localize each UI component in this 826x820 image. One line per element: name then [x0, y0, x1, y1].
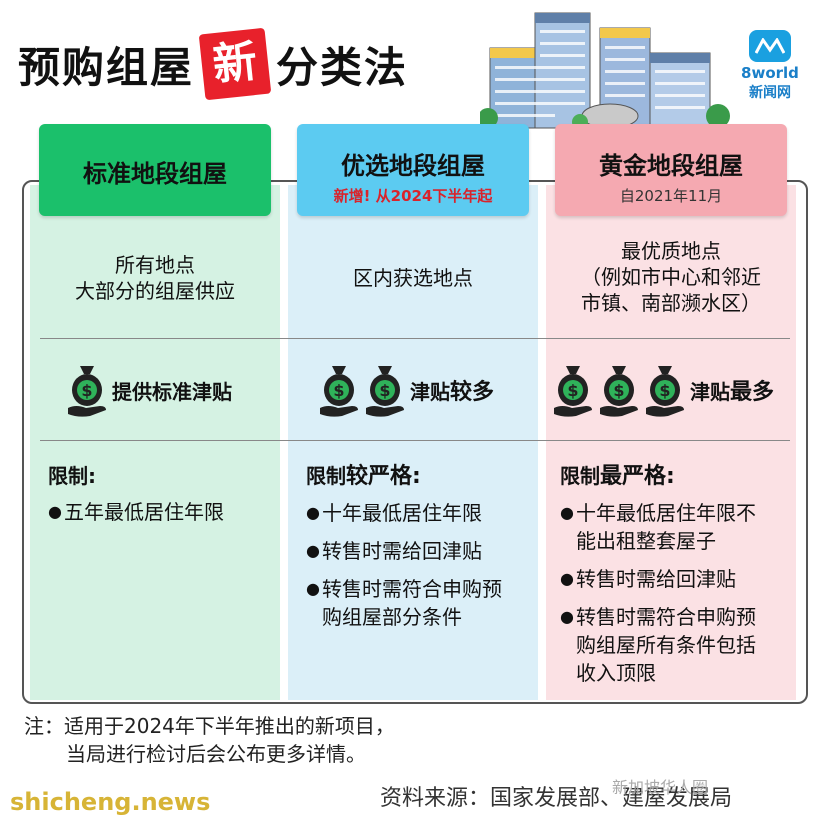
watermark-wechat: 新加坡华人圈 [612, 778, 709, 797]
location-prime: 最优质地点 （例如市中心和邻近 市镇、南部濒水区） [546, 238, 796, 316]
list-item: ●转售时需符合申购预购组屋所有条件包括收入顶限 [560, 603, 782, 687]
list-item: ●转售时需符合申购预购组屋部分条件 [306, 575, 526, 631]
header-prime: 黄金地段组屋 自2021年11月 [555, 124, 787, 216]
subsidy-text-emphasis: 最多 [730, 380, 775, 405]
restriction-title-bold: 最严格: [600, 464, 675, 489]
header-standard: 标准地段组屋 [39, 124, 271, 216]
location-line: （例如市中心和邻近 [581, 265, 761, 289]
column-prime [546, 185, 796, 700]
location-line: 市镇、南部濒水区） [581, 291, 761, 315]
list-item: ●十年最低居住年限不能出租整套屋子 [560, 499, 782, 555]
row-divider [40, 440, 790, 441]
location-line: 所有地点 [115, 253, 195, 277]
location-line: 大部分的组屋供应 [75, 279, 235, 303]
footnote-line: 当局进行检讨后会公布更多详情。 [66, 742, 366, 766]
location-line: 区内获选地点 [353, 266, 473, 290]
subsidy-plus: 津贴较多 [318, 362, 494, 418]
money-bag-icon [598, 362, 640, 418]
title-part2: 分类法 [276, 42, 409, 92]
bullet-text: 十年最低居住年限不能出租整套屋子 [576, 501, 756, 553]
hdb-buildings-illustration [480, 12, 730, 130]
money-bag-icon [318, 362, 360, 418]
restriction-title: 限制较严格: [306, 462, 526, 491]
restriction-title-plain: 限制 [306, 464, 346, 488]
bullet-text: 十年最低居住年限 [322, 501, 482, 525]
restriction-title: 限制最严格: [560, 462, 782, 491]
subsidy-text: 提供标准津贴 [112, 379, 232, 404]
bullet-text: 转售时需符合申购预购组屋所有条件包括收入顶限 [576, 605, 756, 685]
subsidy-standard: 提供标准津贴 [66, 362, 232, 418]
restrictions-standard: 限制: ●五年最低居住年限 [48, 462, 268, 536]
list-item: ●五年最低居住年限 [48, 500, 224, 524]
location-standard: 所有地点 大部分的组屋供应 [30, 252, 280, 304]
list-item: ●转售时需给回津贴 [306, 539, 482, 563]
column-standard [30, 185, 280, 700]
header-subtitle: 新增! 从2024下半年起 [333, 187, 493, 205]
title-part1: 预购组屋 [18, 42, 195, 92]
restriction-title-bold: 较严格: [346, 464, 421, 489]
brand-logo-icon [749, 30, 791, 62]
money-bag-icon [364, 362, 406, 418]
location-plus: 区内获选地点 [288, 265, 538, 291]
title-highlight-badge: 新 [198, 27, 272, 101]
location-line: 最优质地点 [621, 239, 721, 263]
brand-name: 8world [741, 64, 799, 82]
restrictions-plus: 限制较严格: ●十年最低居住年限 ●转售时需给回津贴 ●转售时需符合申购预购组屋… [306, 462, 526, 641]
header-plus: 优选地段组屋 新增! 从2024下半年起 [297, 124, 529, 216]
subsidy-text: 津贴 [690, 379, 730, 404]
bullet-text: 转售时需符合申购预购组屋部分条件 [322, 577, 502, 629]
subsidy-text: 津贴 [410, 379, 450, 404]
bullet-text: 五年最低居住年限 [64, 500, 224, 524]
restriction-title: 限制: [48, 464, 96, 488]
restriction-title-plain: 限制 [560, 464, 600, 488]
header-title: 黄金地段组屋 [599, 152, 743, 180]
restrictions-prime: 限制最严格: ●十年最低居住年限不能出租整套屋子 ●转售时需给回津贴 ●转售时需… [560, 462, 782, 697]
header-subtitle: 自2021年11月 [619, 187, 723, 205]
list-item: ●十年最低居住年限 [306, 501, 482, 525]
header-title: 标准地段组屋 [83, 160, 227, 188]
footnote: 注：适用于2024年下半年推出的新项目， 当局进行检讨后会公布更多详情。 [24, 712, 395, 768]
list-item: ●转售时需给回津贴 [560, 567, 736, 591]
source-credit: 资料来源：国家发展部、建屋发展局 [380, 786, 733, 811]
bullet-text: 转售时需给回津贴 [576, 567, 736, 591]
column-plus [288, 185, 538, 700]
subsidy-text-emphasis: 较多 [450, 380, 495, 405]
watermark-site: shicheng.news [10, 788, 211, 816]
row-divider [40, 338, 790, 339]
footnote-line: 注：适用于2024年下半年推出的新项目， [24, 714, 395, 738]
money-bag-icon [644, 362, 686, 418]
brand-subtitle: 新闻网 [749, 85, 791, 101]
subsidy-prime: 津贴最多 [552, 362, 774, 418]
page-title: 预购组屋 新 分类法 [18, 27, 409, 101]
money-bag-icon [66, 362, 108, 418]
brand-logo-block: 8world 新闻网 [730, 30, 810, 102]
money-bag-icon [552, 362, 594, 418]
header-title: 优选地段组屋 [341, 152, 485, 180]
bullet-text: 转售时需给回津贴 [322, 539, 482, 563]
